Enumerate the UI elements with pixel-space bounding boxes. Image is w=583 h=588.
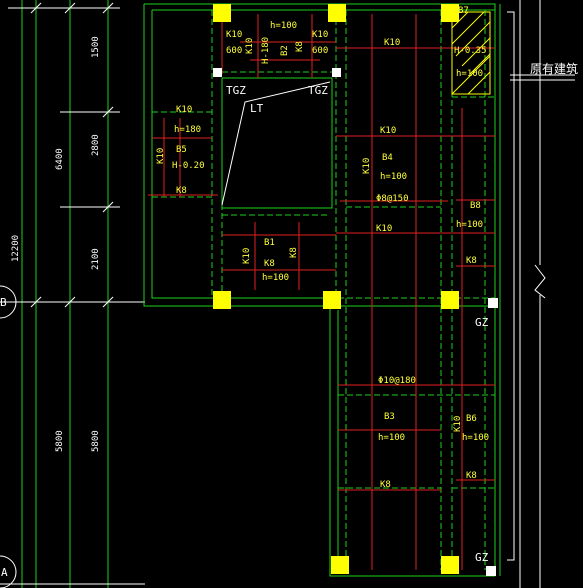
b6-name: B6 [466,414,477,424]
stair-opening [221,77,333,209]
b2-k10-left: K10 [226,30,242,40]
b8-h: h=100 [456,220,483,230]
b6-k10v: K10 [453,416,463,432]
column-gz [488,298,498,308]
b7-name: B7 [458,6,469,16]
b4-k10-mid: K10 [380,126,396,136]
dim-upper: 6400 [55,148,65,170]
dim-lower-seg: 5800 [91,430,101,452]
b7-h: h=100 [456,69,483,79]
dim-total: 12200 [11,235,21,262]
columns [213,4,498,576]
column [213,291,231,309]
axis-bubble-b [0,285,17,319]
dim-seg2: 2800 [91,134,101,156]
b2-h: h=100 [270,21,297,31]
dim-seg1: 1500 [91,36,101,58]
column [441,4,459,22]
b4-h: h=100 [380,172,407,182]
dimension-lines [0,0,145,588]
axis-bubble-a [0,555,17,588]
dim-lower: 5800 [55,430,65,452]
b4-bar: Φ8@150 [376,194,409,204]
b5-h: h=180 [174,125,201,135]
column-gz [486,566,496,576]
b1-k10v: K10 [242,248,252,264]
b2-600-left: 600 [226,46,242,56]
b4-name: B4 [382,153,393,163]
b3-k8: K8 [380,480,391,490]
column [441,291,459,309]
column [213,4,231,22]
b5-k10v: K10 [156,148,166,164]
tgz-right-label: TGZ [308,84,328,97]
b2-600-right: 600 [312,46,328,56]
dim-seg3: 2100 [91,248,101,270]
b1-name: B1 [264,238,275,248]
rebar-lines [148,14,495,570]
b2-k10v: K10 [245,38,255,54]
b1-h: h=100 [262,273,289,283]
stair-label: LT [250,102,264,115]
column [441,556,459,574]
b1-k8v: K8 [289,247,299,258]
column [328,4,346,22]
b5-k10: K10 [176,105,192,115]
b4-k10-top: K10 [384,38,400,48]
column-tgz [213,68,222,77]
existing-building-label: 原有建筑 [530,61,578,76]
b7-h035: H-0.35 [454,46,487,56]
b3-h: h=100 [378,433,405,443]
b1-k8: K8 [264,259,275,269]
walls [143,0,575,588]
b8-k8: K8 [466,256,477,266]
b2-h180: H-180 [261,37,271,64]
b6-h: h=100 [462,433,489,443]
axis-label-a: A [1,566,8,579]
b4-k10-bottom: K10 [376,224,392,234]
tgz-left-label: TGZ [226,84,246,97]
b8-name: B8 [470,201,481,211]
column-tgz [332,68,341,77]
gz-mid-label: GZ [475,316,489,329]
b7-hatch [451,11,491,95]
gz-bottom-label: GZ [475,551,489,564]
column [323,291,341,309]
b5-name: B5 [176,145,187,155]
b3-bar: Φ10@180 [378,376,416,386]
axis-label-b: B [0,296,7,309]
b5-h020: H-0.20 [172,161,205,171]
b2-k8v: K8 [295,41,305,52]
b2-k10-right: K10 [312,30,328,40]
dashed-beams [152,10,495,570]
b6-k8: K8 [466,471,477,481]
b2-name: B2 [280,45,290,56]
b5-k8: K8 [176,186,187,196]
column [331,556,349,574]
b4-k10v: K10 [362,158,372,174]
b3-name: B3 [384,412,395,422]
